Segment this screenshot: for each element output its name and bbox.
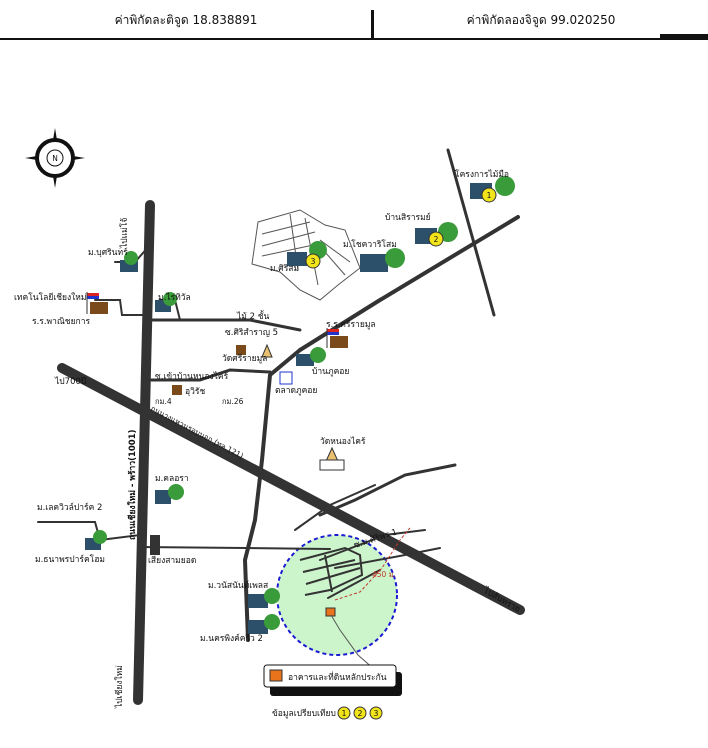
legend-box: อาคารและที่ดินหลักประกัน (263, 664, 402, 696)
comparison-marker-2: 2 (428, 231, 444, 247)
label-to-mae-jo: ไปแม่โจ้ (119, 218, 130, 249)
building-icon (155, 484, 184, 504)
coordinate-header: ค่าพิกัดละติจูด 18.838891 ค่าพิกัดลองจิจ… (0, 0, 708, 40)
label-tech-chiangmai: เทคโนโลยีเชียงใหม่ (14, 292, 87, 303)
label-seng-samyot: เสียงสามยอด (148, 555, 196, 566)
label-soi-sirisamran5: ซ.ศิริสำราญ 5 (225, 328, 278, 338)
flag-icon (86, 292, 99, 314)
outer-ring-road (57, 363, 525, 615)
building-icon (85, 530, 107, 550)
building-icon (150, 535, 160, 555)
north-compass-icon: N (25, 128, 85, 188)
svg-text:3: 3 (311, 257, 316, 266)
road-lakeview (37, 521, 141, 542)
building-icon (248, 588, 280, 608)
label-m-burin: ม.บุศรินทร์ (88, 247, 128, 258)
label-uwit: อุวิรัช (185, 387, 205, 397)
building-icon (120, 251, 138, 272)
label-m-thanaphon: ม.ธนาพรปาร์คโฮม (35, 554, 105, 565)
soi-nongkai (148, 368, 272, 382)
comparison-marker-legend-1: 1 (342, 709, 347, 718)
road-tech (94, 299, 151, 316)
distance-line (334, 527, 411, 601)
property-leader-line (330, 614, 376, 671)
highlight-area (276, 534, 398, 656)
legend-text: อาคารและที่ดินหลักประกัน (288, 671, 387, 683)
label-project-mai-sue: โครงการไม้มือ (455, 169, 509, 180)
svg-text:1: 1 (487, 191, 492, 200)
comparison-marker-3: 3 (305, 253, 321, 269)
header-divider (371, 10, 374, 38)
building-icon (155, 292, 177, 312)
label-m-nakornping: ม.นครพิงค์ครีว 2 (200, 633, 263, 644)
label-mai-2-chan: ไม้ 2 ชั้น (236, 310, 269, 322)
building-icons (85, 176, 515, 634)
label-wat-sirirai: วัดศรีรายมูล (222, 353, 267, 364)
label-m-chotcharasem: ม.โชควาริโสม (343, 239, 397, 250)
comparison-legend: ข้อมูลเปรียบเทียบ 1 2 3 (272, 706, 383, 720)
road-siriphon (319, 529, 426, 561)
header-accent-bar (660, 34, 708, 38)
building-icon (330, 336, 348, 348)
road-phukoi-south (242, 348, 302, 642)
building-icon (90, 302, 108, 314)
main-road (133, 200, 155, 705)
building-icon (279, 371, 293, 385)
label-main-road: ถนนเชียงใหม่ - พร้าว(1001) (127, 429, 138, 540)
comparison-marker-1: 1 (481, 187, 497, 203)
village-blocks (299, 546, 364, 596)
label-m-wansanit: ม.วนัสนันท์เพลส (208, 580, 269, 591)
comparison-marker-legend-3: 3 (374, 709, 379, 718)
comparison-label: ข้อมูลเปรียบเทียบ (272, 708, 336, 719)
comparison-marker-legend-2: 2 (358, 709, 363, 718)
compass-north-letter: N (52, 154, 58, 163)
label-rr-sirirai: ร.ร.ศรีรายมูล (326, 319, 376, 330)
label-m-kolara: ม.คลอรา (155, 474, 189, 484)
label-km26: กม.26 (222, 397, 244, 406)
building-icon (360, 248, 405, 272)
road-east-3 (334, 547, 441, 569)
label-m-lakeview: ม.เลควิวล์ปาร์ค 2 (37, 502, 102, 513)
label-soi-ban-nongkai: ซ.เข้าบ้านหนองไคร้ (155, 371, 229, 382)
label-rr-panit: ร.ร.พาณิชยการ (32, 317, 90, 327)
label-ban-phukoi: บ้านภูคอย (312, 366, 349, 377)
road-east-2 (294, 484, 376, 531)
label-m-sirisamran: ม.ศิริสม (270, 264, 299, 274)
road-to-property (327, 569, 381, 599)
building-icon (172, 385, 182, 395)
building-icon (296, 347, 326, 366)
legend-property-swatch (269, 669, 283, 682)
label-km4: กม.4 (155, 397, 172, 406)
label-to-700: ไป700ปี (54, 376, 86, 387)
label-distance: 450 ม. (372, 570, 396, 579)
road-north-east (446, 148, 496, 317)
longitude-label: ค่าพิกัดลองจิจูด 99.020250 (466, 13, 616, 27)
label-m-raitawal: ม.ไร่ทิวัล (158, 292, 191, 303)
temple-icon (319, 446, 345, 471)
temple-icon (261, 343, 273, 358)
building-icon (248, 614, 280, 634)
road-seng (139, 546, 331, 550)
label-wat-nongkrai: วัดหนองไคร้ (320, 436, 366, 447)
road-east-1 (318, 463, 457, 517)
label-to-chiangmai: ไปเชียงใหม่ (114, 665, 125, 709)
flag-icon (326, 328, 339, 348)
soi-sirisamran (148, 318, 302, 332)
latitude-label: ค่าพิกัดละติจูด 18.838891 (114, 13, 258, 27)
label-talad-phukoi: ตลาดภูคอย (275, 386, 317, 396)
svg-text:2: 2 (434, 235, 439, 244)
property-marker (325, 607, 336, 617)
label-ban-sirarom: บ้านสิรารมย์ (385, 212, 431, 223)
label-to-san-sai: ไปสันทราย (481, 585, 523, 615)
label-outer-ring: ถนนวงแหวนรอบนอก (ทล.121) (149, 404, 245, 461)
building-icon (236, 345, 246, 355)
